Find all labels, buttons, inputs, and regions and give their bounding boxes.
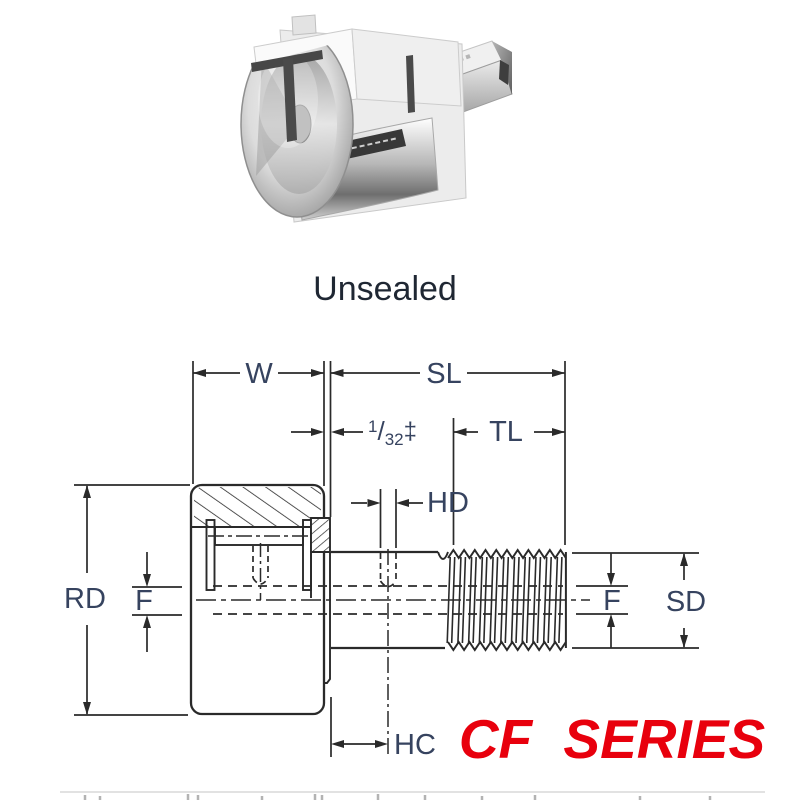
label-hc: HC: [394, 729, 436, 761]
extension-lines: [74, 361, 699, 757]
dim-f-right: F: [603, 553, 621, 648]
label-f-left: F: [135, 585, 153, 617]
thread-crest-top: [447, 548, 567, 560]
flange-section-hatch: [310, 517, 331, 553]
dim-tl: TL: [453, 416, 565, 448]
dim-w: W: [193, 358, 324, 390]
label-end-play: 1/32‡: [368, 416, 417, 449]
label-sd: SD: [666, 586, 706, 618]
keyway-notch: [291, 14, 317, 36]
label-hd: HD: [427, 487, 469, 519]
dim-end-play: 1/32‡: [291, 416, 417, 449]
cropped-bottom-content: [60, 791, 765, 800]
label-w: W: [245, 358, 273, 390]
label-tl: TL: [489, 416, 523, 448]
dim-rd: RD: [64, 485, 106, 715]
thread-relief-groove: [437, 551, 449, 560]
lube-hole-left-hidden: [252, 546, 269, 585]
product-photo-illustration: [240, 14, 513, 223]
dim-sd: SD: [666, 553, 706, 648]
series-title: CF SERIES: [459, 708, 766, 770]
label-rd: RD: [64, 583, 106, 615]
outer-ring-hatch: [194, 487, 321, 526]
dim-hd: HD: [351, 487, 469, 519]
thread-crest-bottom: [447, 640, 567, 652]
roller-3d: [240, 14, 467, 223]
technical-drawing: W SL 1/32‡ TL: [64, 358, 706, 761]
retainer-washer-left: [205, 519, 216, 591]
variant-title: Unsealed: [313, 270, 457, 308]
roller-outline: [189, 483, 326, 716]
t-slot-stem: [283, 58, 297, 142]
flange-outline: [310, 552, 331, 684]
dim-sl: SL: [330, 358, 565, 390]
lube-hole-right-hidden: [379, 553, 397, 588]
stud-end-face: [492, 41, 512, 95]
stud-shank: [331, 550, 445, 650]
dim-f-left: F: [135, 552, 153, 652]
stud-end-slot: [499, 60, 509, 85]
label-sl: SL: [426, 358, 461, 390]
retainer-washer-right: [302, 519, 312, 591]
section-slot: [406, 55, 415, 113]
lube-duct-hidden-lines: [213, 585, 563, 615]
dim-hc: HC: [331, 729, 436, 761]
label-f-right: F: [603, 585, 621, 617]
